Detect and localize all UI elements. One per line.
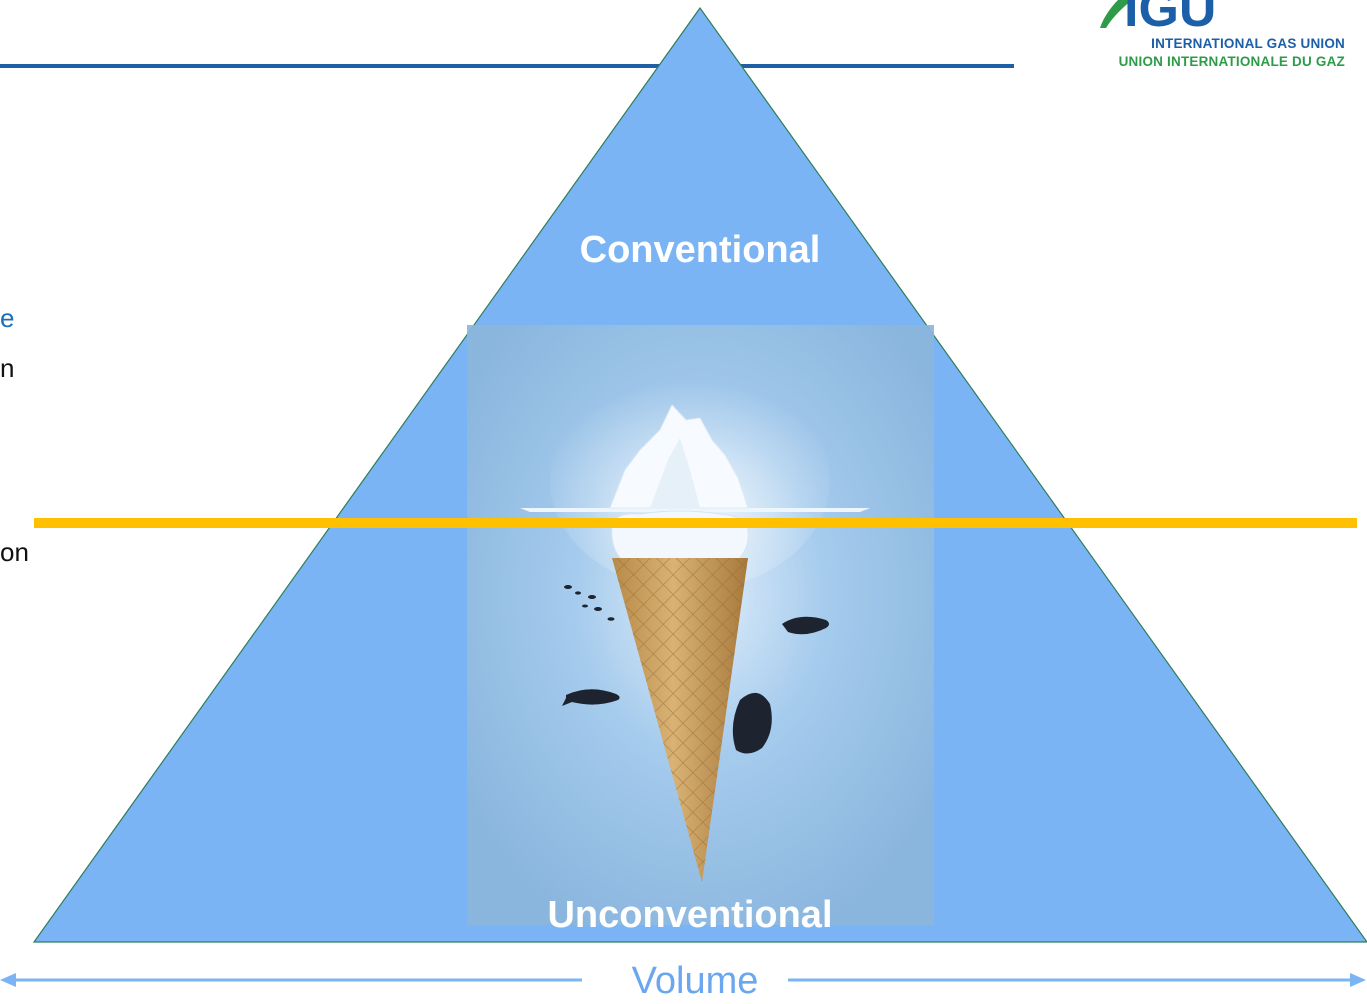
logo-leaf-icon [1100,0,1132,28]
small-fish-icon [594,607,602,611]
orca-icon [732,692,772,754]
logo-line-2: UNION INTERNATIONALE DU GAZ [1118,54,1345,69]
small-fish-icon [564,585,572,589]
left-text-line-1: e [0,303,15,333]
orca-icon [782,616,829,635]
arrow-right-icon [1350,973,1366,987]
igu-logo: IGU INTERNATIONAL GAS UNION UNION INTERN… [1060,0,1367,80]
header-rule [0,64,1014,68]
water-surface [520,508,870,512]
small-fish-icon [607,617,615,621]
small-fish-icon [575,591,581,595]
volume-axis: Volume [0,960,1366,1002]
left-text-line-2: n [0,353,15,383]
conventional-label: Conventional [580,229,821,271]
arrow-left-icon [0,973,16,987]
small-fish-icon [582,604,588,608]
logo-letters: IGU [1124,0,1216,30]
iceberg-image [467,325,934,925]
left-text-line-3: on [0,537,29,567]
logo-line-1: INTERNATIONAL GAS UNION [1151,36,1345,51]
orca-icons [562,585,829,754]
orca-icon [562,689,620,706]
surface-divider-line [34,518,1357,528]
igu-logo-mark: IGU [1100,0,1216,30]
small-fish-icon [588,595,596,599]
volume-label: Volume [632,960,759,1002]
unconventional-label: Unconventional [547,894,832,936]
